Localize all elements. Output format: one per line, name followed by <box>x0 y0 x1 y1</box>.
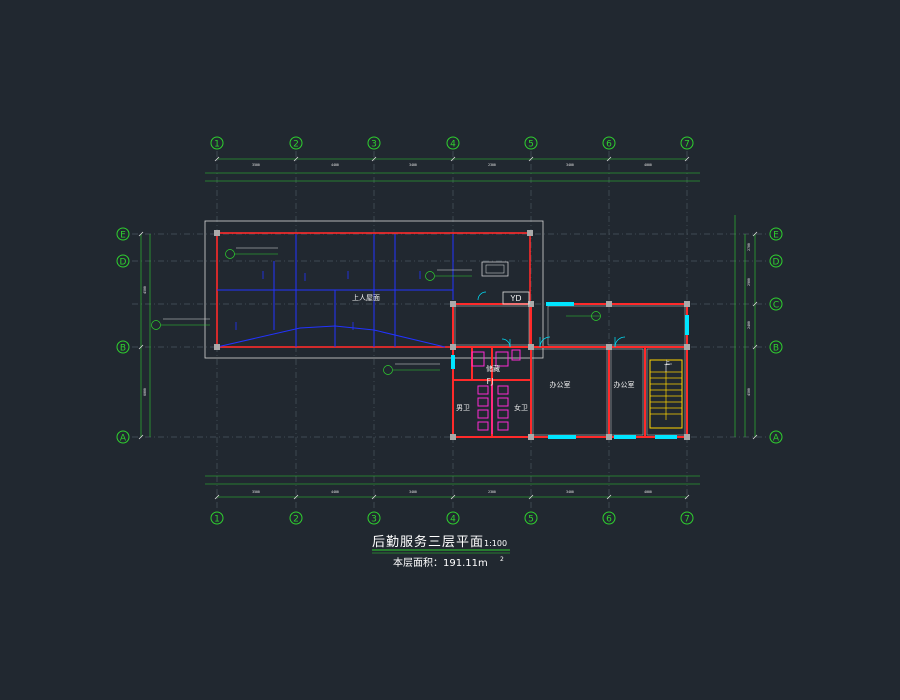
dim-bottom-5: 3400 <box>566 490 574 494</box>
office-1-label: 办公室 <box>550 380 571 389</box>
grid-label-3-top: 3 <box>371 140 377 150</box>
grid-label-7-top: 7 <box>684 140 690 150</box>
dimension-lines <box>140 158 756 498</box>
grid-label-B-right: B <box>773 344 779 354</box>
grid-label-D-left: D <box>120 258 127 268</box>
dimension-ticks <box>138 156 758 500</box>
fj-label: FJ <box>487 377 494 386</box>
roof-terrace: 上人屋面 <box>204 220 544 359</box>
office-2-label: 办公室 <box>614 380 635 389</box>
grid-label-5-top: 5 <box>528 140 534 150</box>
grid-label-4-bottom: 4 <box>450 515 456 525</box>
grid-bubbles-top: 1 2 3 4 5 6 7 <box>210 136 694 150</box>
dim-right-4: 4500 <box>747 388 751 396</box>
dim-top-5: 3400 <box>566 163 574 167</box>
sanitary-fixtures <box>471 349 521 434</box>
grid-label-2-top: 2 <box>293 140 299 150</box>
grid-label-5-bottom: 5 <box>528 515 534 525</box>
dim-bottom-4: 2300 <box>488 490 496 494</box>
yd-label: YD <box>509 294 521 303</box>
dimension-labels: 3500 4400 3400 2300 3400 4000 3500 4400 … <box>143 163 751 494</box>
dim-right-2: 2900 <box>747 278 751 286</box>
axis-grid-lines <box>132 151 768 508</box>
womens-wc-label: 女卫 <box>514 403 528 412</box>
dim-bottom-3: 3400 <box>409 490 417 494</box>
grid-label-A-right: A <box>773 434 780 444</box>
roof-terrace-label: 上人屋面 <box>352 293 380 302</box>
dim-bottom-1: 3500 <box>252 490 260 494</box>
dim-right-3: 2400 <box>747 321 751 329</box>
grid-label-D-right: D <box>773 258 780 268</box>
grid-label-B-left: B <box>120 344 126 354</box>
drawing-title: 后勤服务三层平面 <box>372 534 484 550</box>
grid-label-4-top: 4 <box>450 140 456 150</box>
dim-top-1: 3500 <box>252 163 260 167</box>
dim-left-2: 6000 <box>143 388 147 396</box>
grid-label-6-top: 6 <box>606 140 612 150</box>
storage-label: 储藏 <box>486 364 500 373</box>
dim-top-2: 4400 <box>331 163 339 167</box>
drawing-title-block: 后勤服务三层平面 1:100 本层面积：191.11m 2 <box>372 534 510 569</box>
grid-label-C-right: C <box>773 301 779 311</box>
stair-up-label: 上 <box>664 359 670 367</box>
grid-label-2-bottom: 2 <box>293 515 299 525</box>
main-block: YD 储藏 FJ 男卫 女卫 办公室 办公室 上 <box>214 230 690 440</box>
grid-bubbles-right: E D C B A <box>769 227 783 444</box>
floor-area-exponent: 2 <box>500 556 504 563</box>
annotation-callouts <box>151 247 601 375</box>
grid-bubbles-left: E D B A <box>116 227 130 444</box>
grid-label-3-bottom: 3 <box>371 515 377 525</box>
dim-top-4: 2300 <box>488 163 496 167</box>
grid-label-1-top: 1 <box>214 140 220 150</box>
staircase <box>649 359 683 429</box>
doors <box>477 291 626 348</box>
windows <box>451 302 689 439</box>
dim-bottom-2: 4400 <box>331 490 339 494</box>
dim-left-1: 4500 <box>143 286 147 294</box>
drawing-scale: 1:100 <box>484 539 507 548</box>
structural-columns <box>214 230 690 440</box>
grid-label-A-left: A <box>120 434 127 444</box>
grid-label-E-right: E <box>773 231 779 241</box>
floor-area-label: 本层面积：191.11m <box>393 556 488 569</box>
mens-wc-label: 男卫 <box>456 404 470 412</box>
dim-right-1: 2700 <box>747 243 751 251</box>
grid-label-7-bottom: 7 <box>684 515 690 525</box>
grid-label-E-left: E <box>120 231 126 241</box>
grid-label-6-bottom: 6 <box>606 515 612 525</box>
dim-top-6: 4000 <box>644 163 652 167</box>
dim-top-3: 3400 <box>409 163 417 167</box>
grid-bubbles-bottom: 1 2 3 4 5 6 7 <box>210 511 694 525</box>
dim-bottom-6: 4000 <box>644 490 652 494</box>
roof-beams <box>216 234 454 348</box>
grid-label-1-bottom: 1 <box>214 515 220 525</box>
